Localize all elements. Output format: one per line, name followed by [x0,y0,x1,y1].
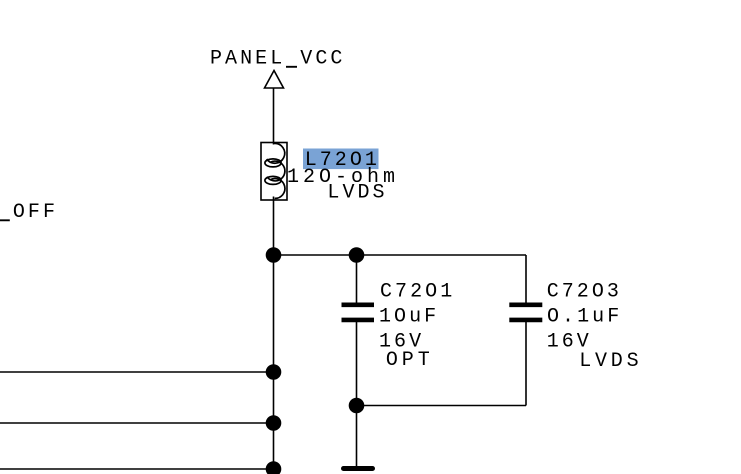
svg-text:C72O3: C72O3 [547,281,622,304]
svg-text:OFF: OFF [13,201,58,224]
svg-text:C72O1: C72O1 [380,281,455,304]
svg-text:L72O1: L72O1 [305,149,380,172]
svg-text:LVDS: LVDS [579,350,642,373]
svg-text:VCC: VCC [300,47,345,70]
svg-text:16V: 16V [379,331,424,354]
svg-text:1OuF: 1OuF [379,305,439,328]
svg-text:16V: 16V [547,331,592,354]
svg-text:12O-ohm: 12O-ohm [287,166,399,189]
svg-text:PANEL: PANEL [210,47,285,70]
svg-text:O.1uF: O.1uF [547,306,622,329]
svg-text:LVDS: LVDS [327,182,387,205]
svg-text:OPT: OPT [386,349,434,372]
